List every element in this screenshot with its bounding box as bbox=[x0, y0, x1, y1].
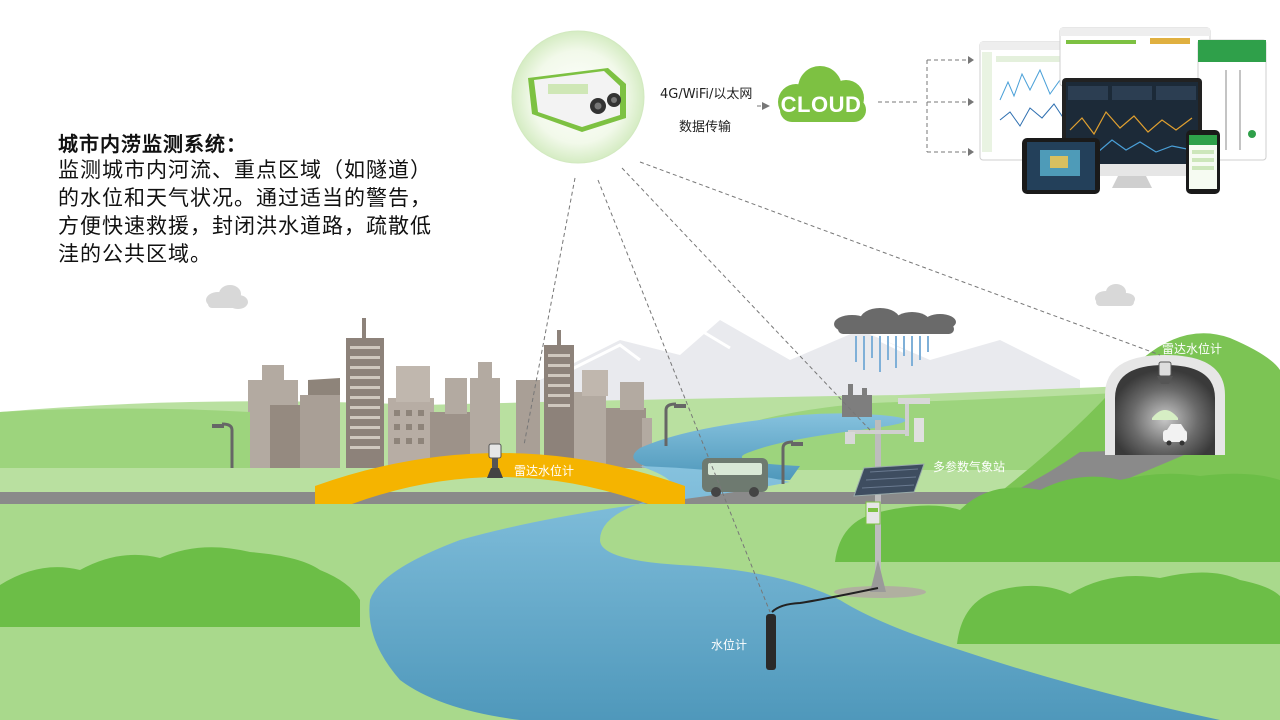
bus-icon bbox=[702, 458, 768, 497]
river-upper bbox=[633, 413, 906, 480]
cloud-label: CLOUD bbox=[780, 92, 862, 117]
dashboard-devices bbox=[979, 27, 1267, 194]
weather-station-icon bbox=[834, 398, 930, 598]
small-cloud-icon bbox=[206, 285, 248, 309]
data-logger-device bbox=[511, 30, 645, 164]
bridge-radar-sensor-icon bbox=[487, 443, 503, 478]
arrow-head-icon bbox=[762, 56, 974, 156]
system-description: 监测城市内河流、重点区域（如隧道）的水位和天气状况。通过适当的警告，方便快速救援… bbox=[58, 158, 432, 266]
rain-cloud-icon bbox=[834, 308, 956, 372]
page-title: 城市内涝监测系统： bbox=[58, 132, 247, 156]
bushes-right-lower bbox=[957, 572, 1280, 644]
tunnel-radar-label: 雷达水位计 bbox=[1162, 342, 1223, 356]
bushes-right bbox=[835, 473, 1280, 562]
water-level-probe-label: 水位计 bbox=[711, 638, 748, 652]
grass-left bbox=[0, 408, 250, 468]
bridge-radar-label: 雷达水位计 bbox=[514, 464, 575, 478]
network-label: 4G/WiFi/以太网 bbox=[660, 87, 753, 102]
tunnel-radar-sensor-icon bbox=[1157, 361, 1173, 384]
small-cloud-icon bbox=[1095, 284, 1135, 306]
street-lamp-heads bbox=[212, 404, 803, 446]
water-level-probe-icon bbox=[766, 587, 879, 670]
tunnel bbox=[1105, 355, 1225, 455]
cloud-icon bbox=[778, 66, 866, 122]
city-buildings bbox=[248, 318, 652, 468]
car-icon bbox=[1163, 424, 1187, 446]
weather-station-label: 多参数气象站 bbox=[933, 460, 1006, 474]
river-main bbox=[369, 466, 1220, 720]
signal-lines bbox=[523, 161, 1161, 613]
data-transmission-label: 数据传输 bbox=[679, 120, 732, 135]
factory-icon bbox=[842, 384, 872, 417]
bridge bbox=[315, 453, 685, 504]
bushes-left bbox=[0, 547, 360, 627]
